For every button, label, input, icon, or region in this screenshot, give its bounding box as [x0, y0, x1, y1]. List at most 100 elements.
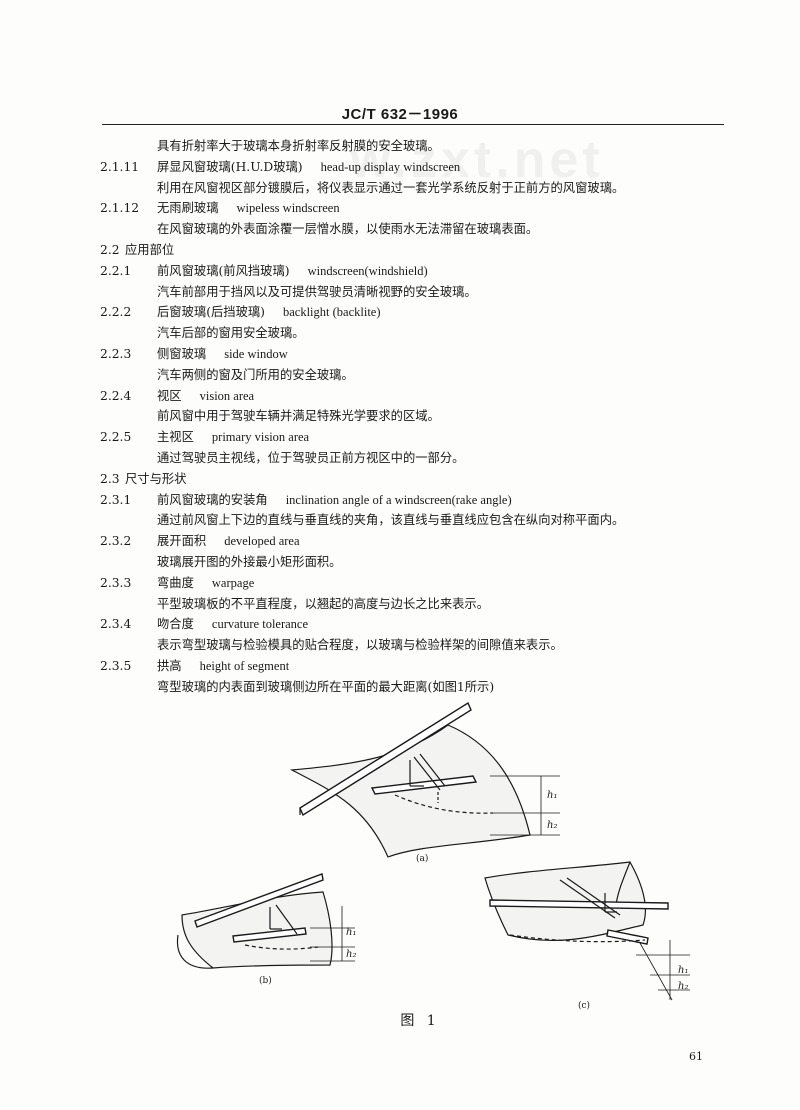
label-c: (c) — [578, 1000, 590, 1011]
paragraph-text: 通过驾驶员主视线，位于驾驶员正前方视区中的一部分。 — [157, 450, 465, 465]
body-paragraph: 前风窗中用于驾驶车辆并满足特殊光学要求的区域。 — [100, 406, 730, 427]
body-paragraph: 玻璃展开图的外接最小矩形面积。 — [100, 552, 730, 573]
term-number: 2.3.1 — [100, 492, 132, 507]
term-number: 2.1.12 — [100, 201, 140, 216]
label-a-h2: h₂ — [547, 820, 557, 831]
section-heading: 2.2 应用部位 — [100, 240, 730, 261]
term-heading: 2.1.11 屏显风窗玻璃(H.U.D玻璃)head-up display win… — [100, 157, 730, 178]
term-number: 2.2.4 — [100, 388, 132, 403]
label-c-h2: h₂ — [678, 981, 688, 992]
term-number: 2.2.1 — [100, 263, 132, 278]
paragraph-text: 通过前风窗上下边的直线与垂直线的夹角，该直线与垂直线应包含在纵向对称平面内。 — [157, 513, 625, 528]
body-paragraph: 平型玻璃板的不平直程度，以翘起的高度与边长之比来表示。 — [100, 594, 730, 615]
term-english: vision area — [199, 388, 255, 403]
term-heading: 2.2.1 前风窗玻璃(前风挡玻璃)windscreen(windshield) — [100, 261, 730, 282]
paragraph-text: 在风窗玻璃的外表面涂覆一层憎水膜，以使雨水无法滞留在玻璃表面。 — [157, 222, 539, 237]
diagram-a — [289, 701, 560, 858]
diagram-c — [484, 861, 690, 1001]
paragraph-text: 汽车两侧的窗及门所用的安全玻璃。 — [157, 367, 354, 382]
standard-code-header: JC/T 632－1996 — [341, 106, 459, 123]
term-number: 2.1.11 — [100, 159, 140, 174]
paragraph-text: 汽车前部用于挡风以及可提供驾驶员清晰视野的安全玻璃。 — [157, 284, 477, 299]
term-english: warpage — [211, 575, 255, 590]
term-number: 2.3.4 — [100, 617, 132, 632]
term-number: 2.3.2 — [100, 534, 132, 549]
section-title: 尺寸与形状 — [125, 471, 187, 486]
term-number: 2.3.5 — [100, 658, 132, 673]
term-number: 2.2.5 — [100, 430, 132, 445]
term-english: wipeless windscreen — [236, 201, 340, 216]
term-english: primary vision area — [211, 430, 310, 445]
term-title: 后窗玻璃(后挡玻璃)backlight (backlite) — [157, 305, 381, 320]
label-a: (a) — [416, 853, 428, 864]
label-b-h2: h₂ — [346, 949, 356, 960]
body-paragraph: 表示弯型玻璃与检验模具的贴合程度，以玻璃与检验样架的间隙值来表示。 — [100, 635, 730, 656]
paragraph-text: 利用在风窗视区部分镀膜后，将仪表显示通过一套光学系统反射于正前方的风窗玻璃。 — [157, 180, 625, 195]
term-english: side window — [224, 346, 288, 361]
term-english: height of segment — [199, 658, 290, 673]
term-english: curvature tolerance — [211, 617, 309, 632]
body-paragraph: 汽车前部用于挡风以及可提供驾驶员清晰视野的安全玻璃。 — [100, 282, 730, 303]
term-number: 2.3.3 — [100, 575, 132, 590]
paragraph-text: 汽车后部的窗用安全玻璃。 — [157, 326, 305, 341]
body-paragraph: 具有折射率大于玻璃本身折射率反射膜的安全玻璃。 — [100, 136, 730, 157]
label-b-h1: h₁ — [346, 927, 356, 938]
term-english: inclination angle of a windscreen(rake a… — [285, 492, 512, 507]
label-b: (b) — [259, 975, 272, 986]
label-a-h1: h₁ — [547, 790, 557, 801]
body-paragraph: 通过前风窗上下边的直线与垂直线的夹角，该直线与垂直线应包含在纵向对称平面内。 — [100, 510, 730, 531]
paragraph-text: 弯型玻璃的内表面到玻璃侧边所在平面的最大距离(如图1所示) — [157, 679, 495, 694]
diagram-b — [176, 873, 355, 969]
page-number: 61 — [689, 1050, 703, 1063]
section-number: 2.3 — [100, 471, 120, 486]
term-number: 2.2.2 — [100, 305, 132, 320]
text-content: 具有折射率大于玻璃本身折射率反射膜的安全玻璃。 2.1.11 屏显风窗玻璃(H.U.… — [100, 136, 730, 698]
paragraph-text: 前风窗中用于驾驶车辆并满足特殊光学要求的区域。 — [157, 409, 440, 424]
body-paragraph: 通过驾驶员主视线，位于驾驶员正前方视区中的一部分。 — [100, 448, 730, 469]
body-paragraph: 在风窗玻璃的外表面涂覆一层憎水膜，以使雨水无法滞留在玻璃表面。 — [100, 219, 730, 240]
term-english: backlight (backlite) — [282, 305, 381, 320]
figure-caption: 图 1 — [400, 1013, 440, 1029]
watermark: w.zxt.net — [350, 131, 604, 189]
body-paragraph: 汽车两侧的窗及门所用的安全玻璃。 — [100, 365, 730, 386]
body-paragraph: 弯型玻璃的内表面到玻璃侧边所在平面的最大距离(如图1所示) — [100, 677, 730, 698]
body-paragraph: 利用在风窗视区部分镀膜后，将仪表显示通过一套光学系统反射于正前方的风窗玻璃。 — [100, 178, 730, 199]
term-title: 前风窗玻璃(前风挡玻璃)windscreen(windshield) — [157, 263, 428, 278]
label-c-h1: h₁ — [678, 965, 688, 976]
term-title: 屏显风窗玻璃(H.U.D玻璃)head-up display windscree… — [157, 159, 461, 174]
term-english: windscreen(windshield) — [307, 263, 428, 278]
section-title: 应用部位 — [125, 242, 175, 257]
paragraph-text: 平型玻璃板的不平直程度，以翘起的高度与边长之比来表示。 — [157, 596, 490, 611]
section-number: 2.2 — [100, 242, 120, 257]
term-heading: 2.2.2 后窗玻璃(后挡玻璃)backlight (backlite) — [100, 302, 730, 323]
section-heading: 2.3 尺寸与形状 — [100, 469, 730, 490]
paragraph-text: 具有折射率大于玻璃本身折射率反射膜的安全玻璃。 — [157, 139, 440, 153]
term-number: 2.2.3 — [100, 346, 132, 361]
paragraph-text: 玻璃展开图的外接最小矩形面积。 — [157, 554, 342, 569]
paragraph-text: 表示弯型玻璃与检验模具的贴合程度，以玻璃与检验样架的间隙值来表示。 — [157, 638, 563, 653]
header-rule — [102, 124, 724, 125]
term-english: head-up display windscreen — [320, 159, 461, 174]
body-paragraph: 汽车后部的窗用安全玻璃。 — [100, 323, 730, 344]
term-english: developed area — [224, 534, 300, 549]
